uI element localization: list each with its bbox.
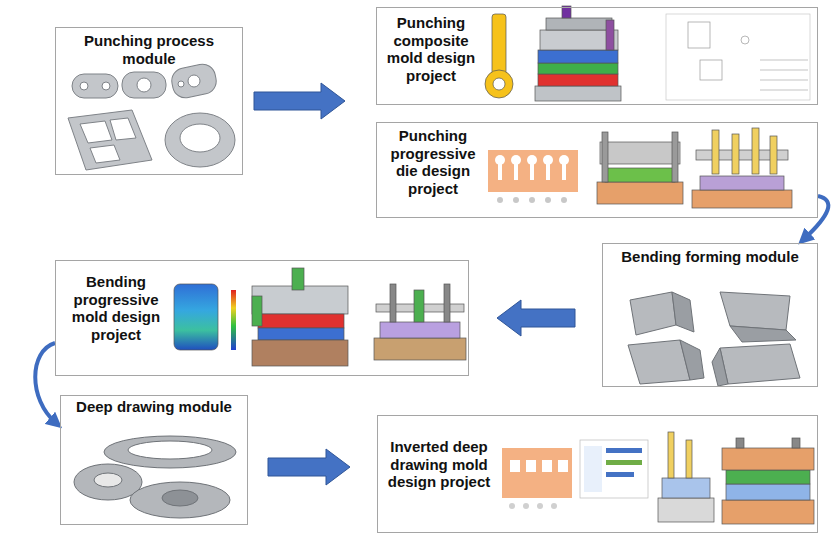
drawn-parts <box>74 436 236 518</box>
bent-parts <box>628 292 800 386</box>
box-title: Bending progressive mold design project <box>60 273 172 344</box>
module-box: Bending forming module <box>602 243 818 387</box>
box-title: Deep drawing module <box>61 398 247 416</box>
box-title: Bending forming module <box>603 248 817 266</box>
module-box: Deep drawing module <box>60 395 248 525</box>
composite-mold <box>485 6 810 101</box>
module-box: Punching progressive die design project <box>376 122 818 218</box>
curved-arrow <box>35 343 56 423</box>
block-arrow <box>268 449 350 485</box>
box-title: Punching composite mold design project <box>381 14 481 85</box>
box-title: Punching process module <box>56 32 242 67</box>
block-arrow <box>497 300 575 336</box>
module-box: Inverted deep drawing mold design projec… <box>377 415 818 533</box>
module-box: Punching process module <box>55 27 243 175</box>
module-box: Punching composite mold design project <box>376 7 818 105</box>
progressive-die <box>488 128 792 208</box>
module-box: Bending progressive mold design project <box>55 260 469 376</box>
block-arrow <box>254 83 345 119</box>
inverted-drawing-mold <box>502 432 814 524</box>
box-title: Inverted deep drawing mold design projec… <box>380 438 498 491</box>
punched-parts <box>68 62 235 170</box>
box-title: Punching progressive die design project <box>381 127 485 198</box>
bending-mold <box>174 268 466 366</box>
